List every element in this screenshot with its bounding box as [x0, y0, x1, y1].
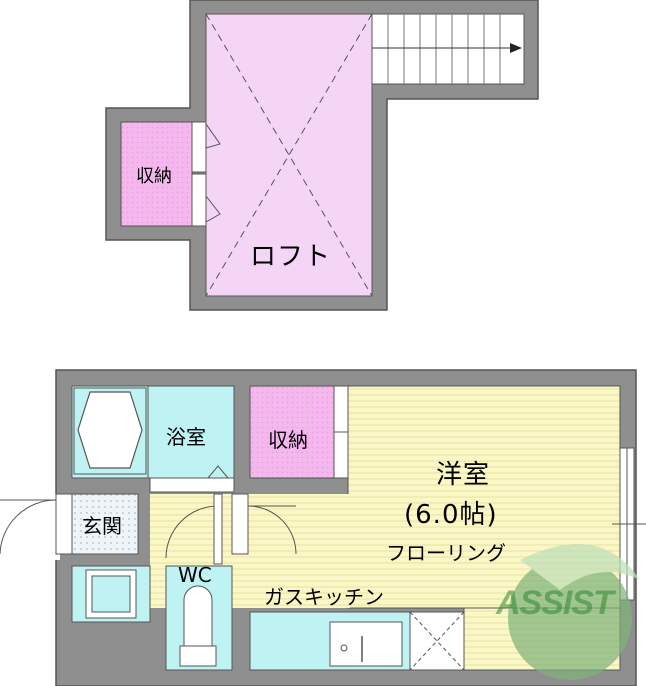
- loft-storage: [120, 121, 193, 227]
- wc-label: WC: [178, 563, 212, 587]
- kitchen-label: ガスキッチン: [264, 585, 384, 609]
- sink-icon: [329, 621, 403, 667]
- loft-storage-label: 収納: [136, 166, 172, 187]
- assist-logo-text: ASSIST: [496, 584, 614, 622]
- loft-plan: [105, 0, 539, 311]
- loft-stair-treads: [372, 14, 512, 84]
- room-name-label: 洋室: [436, 460, 491, 490]
- loft-stair-well: [371, 13, 525, 85]
- room-door: [231, 493, 297, 555]
- bath-door: [149, 465, 235, 493]
- toilet-icon: [179, 585, 217, 667]
- loft-cross-lines: [205, 13, 373, 297]
- room-size-label: (6.0帖): [404, 500, 498, 530]
- fridge-icon: [71, 565, 151, 623]
- room-floor-label: フローリング: [386, 541, 506, 565]
- loft-storage-doors: [191, 121, 221, 227]
- bathtub-icon: [73, 387, 147, 475]
- gas-stove-icon: [409, 611, 465, 671]
- corridor-floor-lower: [232, 494, 350, 608]
- entrance-label: 玄関: [82, 514, 122, 538]
- assist-logo: [508, 544, 640, 680]
- main-storage-label: 収納: [268, 428, 308, 452]
- loft-label: ロフト: [250, 242, 332, 272]
- bath-label: 浴室: [166, 425, 206, 449]
- stair-arrow-icon: [510, 43, 522, 53]
- entrance-wall: [0, 494, 60, 560]
- entrance-door: [0, 493, 73, 555]
- wc-door: [165, 493, 223, 565]
